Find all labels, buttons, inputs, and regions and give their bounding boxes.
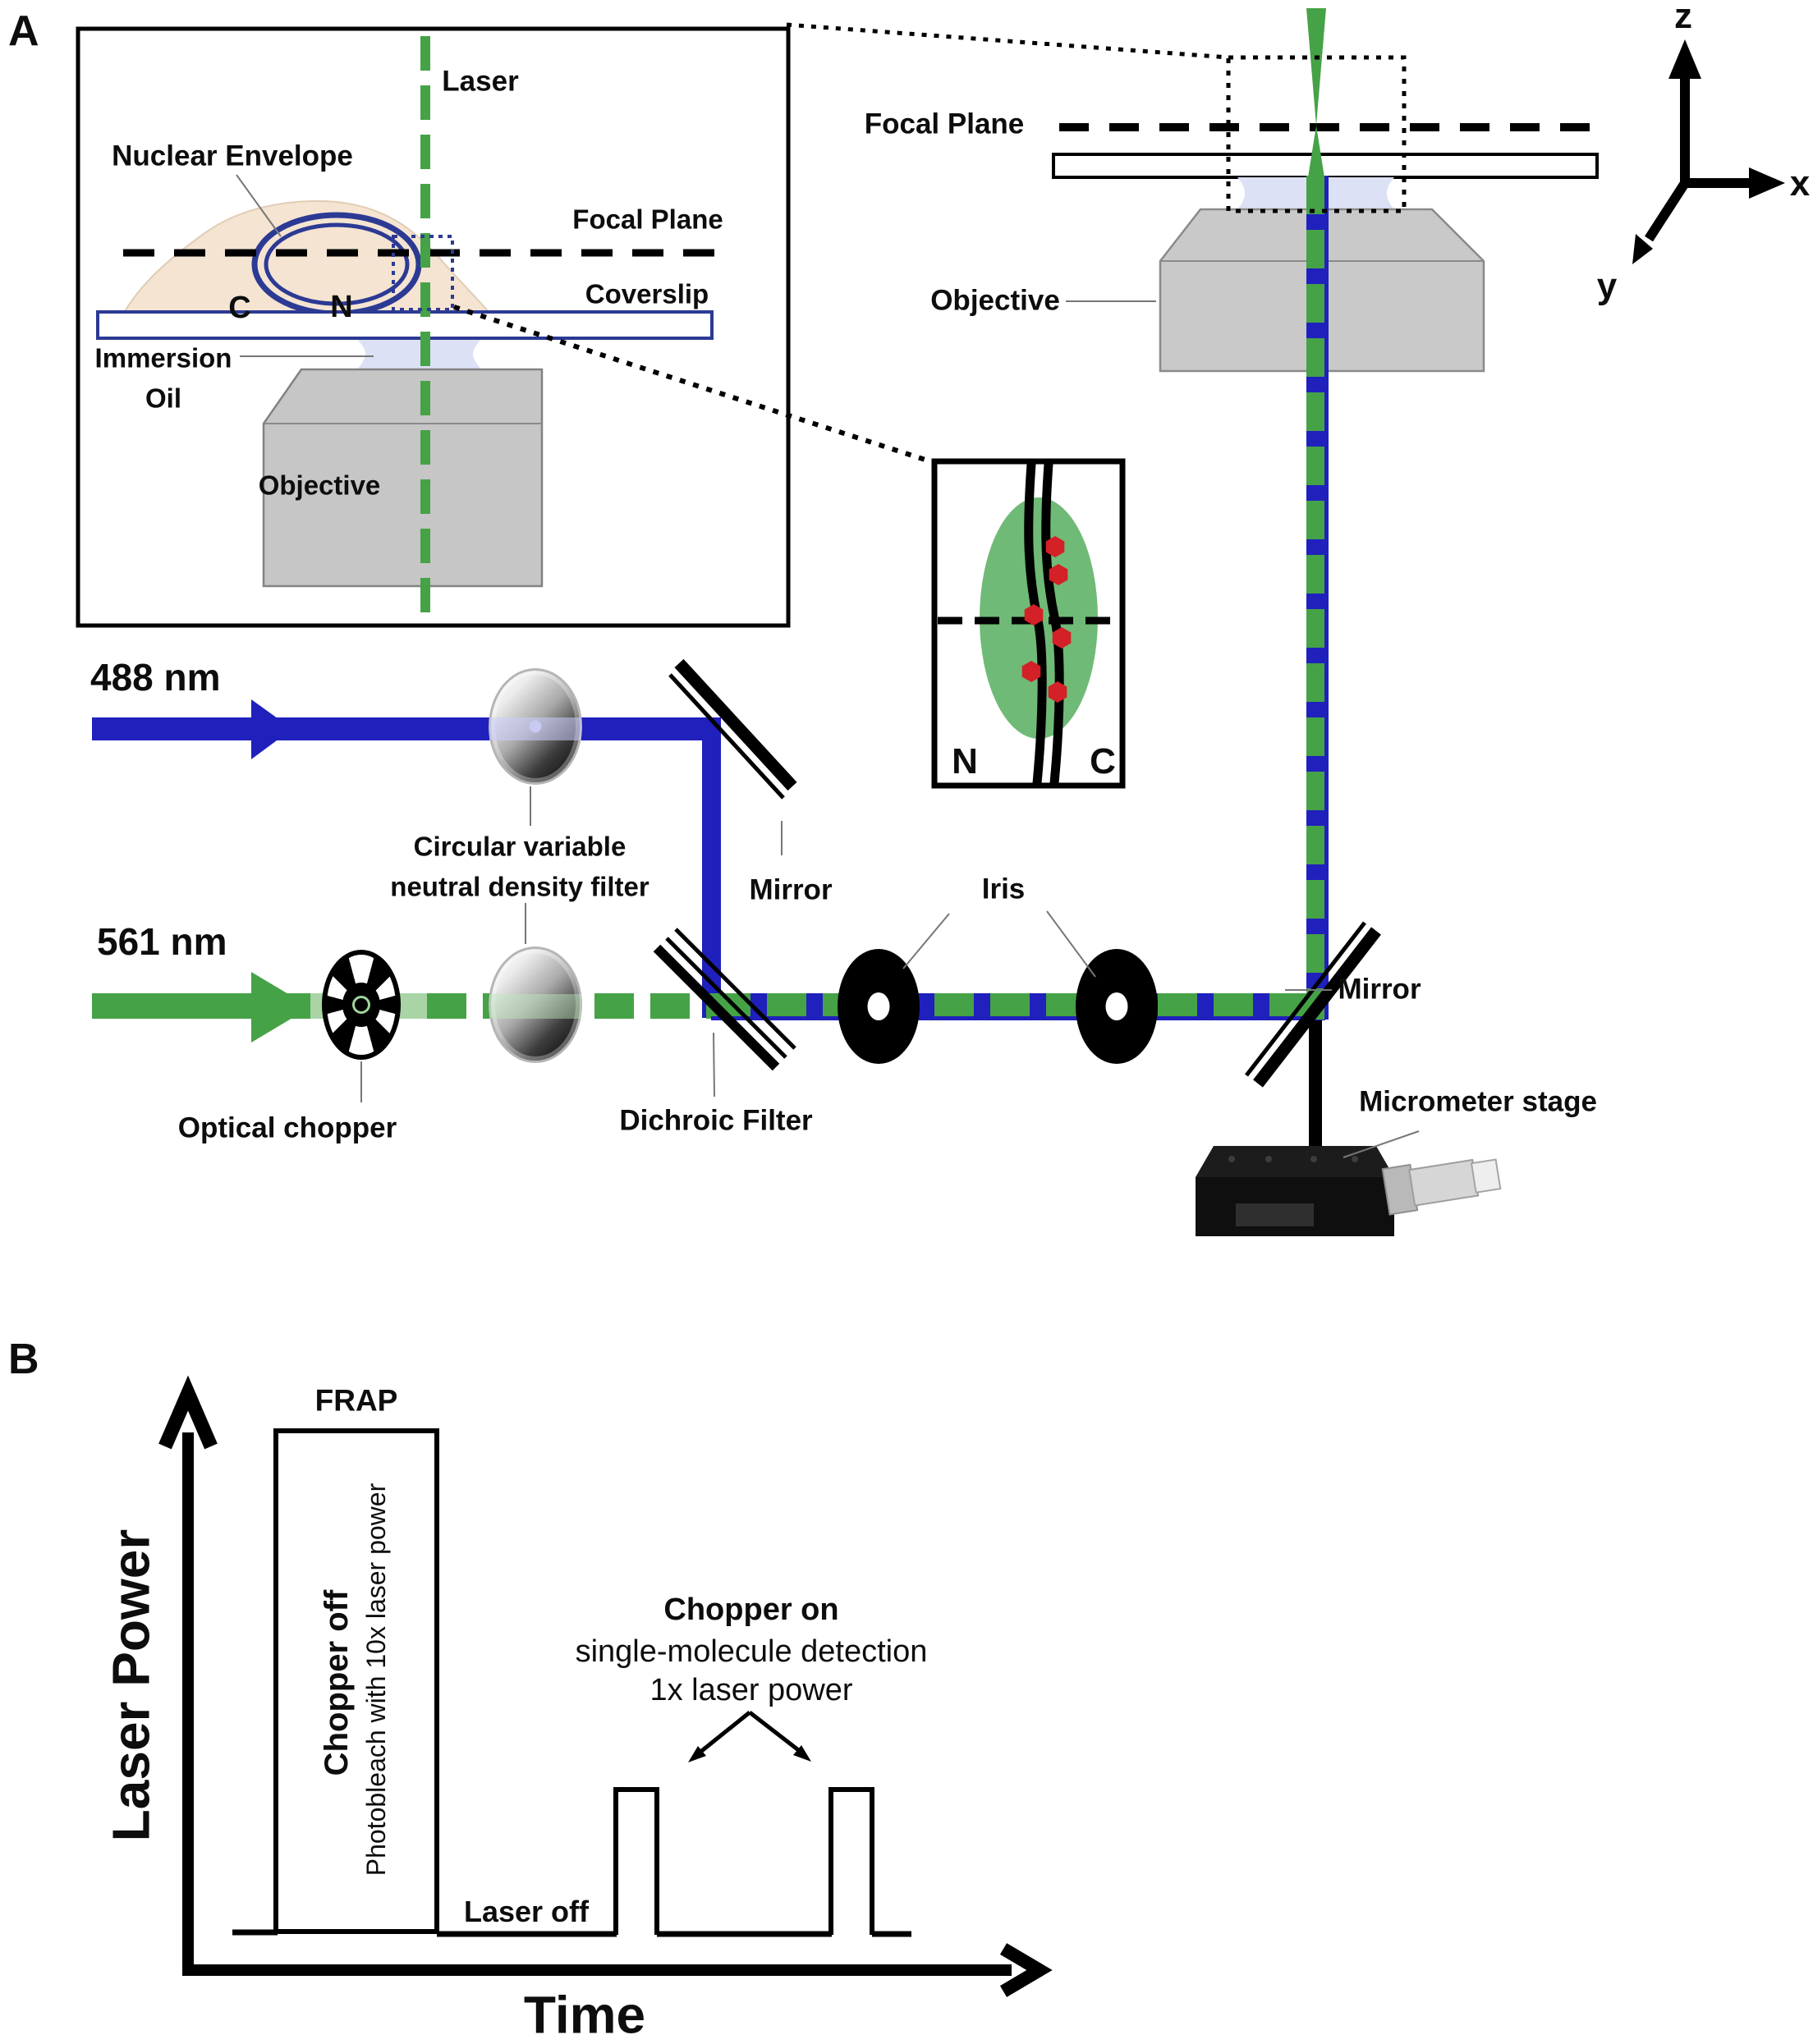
inset-laser-label: Laser	[442, 65, 519, 98]
focus-zoom-region-box	[1226, 55, 1407, 213]
nd-filter-label-line1: Circular variable	[413, 831, 627, 862]
dichroic-filter-icon	[653, 944, 780, 1071]
micrometer-stage-assembly	[1196, 1014, 1502, 1236]
nd-filter-icon-top	[489, 668, 582, 785]
filter-center-hole	[529, 720, 542, 733]
mirror-right-label: Mirror	[1338, 973, 1421, 1006]
beam-combined-vertical	[1306, 176, 1327, 1020]
beam-488-arrowhead	[251, 699, 292, 759]
iris-icon-left	[838, 949, 920, 1064]
chopper-off-label: Chopper off	[319, 1589, 355, 1776]
iris-leader-left	[902, 913, 950, 969]
micrometer-leader	[1343, 1130, 1420, 1158]
inset-zoom-region-box	[392, 235, 454, 311]
detection-pulse-2	[828, 1787, 874, 1935]
mirror-right-icon	[1253, 927, 1381, 1088]
inset-immersion-oil	[358, 340, 480, 369]
mirror-right-back-icon	[1245, 921, 1366, 1077]
annotation-arrowhead-left	[688, 1746, 706, 1762]
micrometer-head	[1381, 1158, 1502, 1216]
annotation-arrow-left	[698, 1711, 751, 1754]
laser-488-label: 488 nm	[90, 656, 221, 699]
nd-filter-icon-bottom	[489, 946, 582, 1063]
stage-detail	[1236, 1203, 1314, 1226]
immersion-oil-label: Oil	[145, 383, 182, 414]
dichroic-layer3-icon	[674, 928, 796, 1050]
beam-cone-lower	[1308, 126, 1324, 177]
beam-488-horizontal	[92, 717, 721, 740]
inset-objective-label: Objective	[258, 470, 381, 501]
chopper-hub-icon	[342, 983, 380, 1027]
nuclear-envelope-inner	[264, 222, 410, 306]
cytoplasm-label: C	[228, 291, 251, 326]
inset-focal-plane-label: Focal Plane	[572, 204, 723, 235]
optical-chopper-icon	[322, 950, 401, 1060]
plot-x-axis-label: Time	[523, 1985, 646, 2044]
x-axis-arrowhead	[1749, 167, 1785, 199]
nucleus-label: N	[330, 290, 353, 325]
single-molecules	[1021, 536, 1072, 703]
micrometer-stage-label: Micrometer stage	[1359, 1085, 1597, 1118]
beam-488-vertical	[702, 719, 721, 1018]
stage-top	[1196, 1146, 1394, 1177]
laser-power-plot	[158, 1375, 1053, 1997]
chopper-on-label: Chopper on	[663, 1593, 839, 1628]
z-axis-arrowhead	[1668, 39, 1701, 79]
iris-leader-right	[1046, 910, 1096, 978]
inset-cell-diagram	[76, 26, 791, 628]
z-axis-label: z	[1674, 0, 1692, 36]
beam-cone-upper	[1306, 8, 1326, 126]
beam-combined-blue-edge	[711, 1016, 1325, 1020]
beam-561-arrowhead	[251, 972, 310, 1043]
y-axis-label: y	[1596, 265, 1618, 306]
panel-b-label: B	[8, 1336, 39, 1383]
y-axis-arrowhead	[1632, 234, 1653, 264]
laser-off-label: Laser off	[463, 1895, 590, 1929]
stage-screws	[1228, 1156, 1358, 1162]
detection-label: single-molecule detection	[575, 1634, 928, 1670]
beam-combined-horizontal	[711, 993, 1325, 1019]
zoom-box-c-label: C	[1090, 740, 1116, 781]
frap-label: FRAP	[314, 1383, 398, 1418]
connector-square-to-zoombox	[453, 305, 934, 465]
beam-vertical-blue-edge	[1324, 176, 1329, 1020]
iris-label: Iris	[981, 873, 1026, 905]
nuclear-envelope-label: Nuclear Envelope	[112, 140, 353, 172]
annotation-arrow-right	[748, 1711, 802, 1753]
dichroic-filter-label: Dichroic Filter	[619, 1104, 813, 1137]
detection-pulse-1	[613, 1787, 659, 1935]
power-1x-label: 1x laser power	[649, 1673, 853, 1708]
x-axis-label: x	[1789, 163, 1811, 204]
mirror-top-back-icon	[668, 673, 785, 800]
objective-label: Objective	[930, 284, 1060, 317]
mirror-top-label: Mirror	[749, 873, 833, 906]
plot-x-arrowhead	[999, 1943, 1053, 1997]
inset-coverslip	[96, 310, 714, 340]
mirror-top-icon	[674, 658, 797, 791]
focal-plane-label: Focal Plane	[864, 108, 1025, 140]
beam-through-filter	[489, 994, 581, 1019]
nd-filter-label-line2: neutral density filter	[390, 871, 649, 902]
coverslip	[1052, 153, 1599, 179]
photobleach-label: Photobleach with 10x laser power	[361, 1483, 392, 1877]
zoom-box-membrane	[931, 458, 1126, 789]
optical-chopper-label: Optical chopper	[177, 1111, 397, 1144]
coverslip-label: Coverslip	[585, 278, 709, 309]
dichroic-layer2-icon	[665, 937, 787, 1059]
plot-y-axis-label: Laser Power	[101, 1528, 161, 1842]
plot-y-arrowhead	[158, 1375, 218, 1450]
immersion-label: Immersion	[94, 342, 232, 374]
coordinate-axes	[1644, 72, 1762, 242]
frap-pulse	[273, 1428, 439, 1934]
laser-561-label: 561 nm	[97, 920, 227, 963]
panel-a-label: A	[8, 7, 39, 55]
zoom-box-n-label: N	[952, 740, 978, 781]
nuclear-envelope-leader	[236, 174, 282, 237]
annotation-arrowhead-right	[793, 1745, 811, 1762]
